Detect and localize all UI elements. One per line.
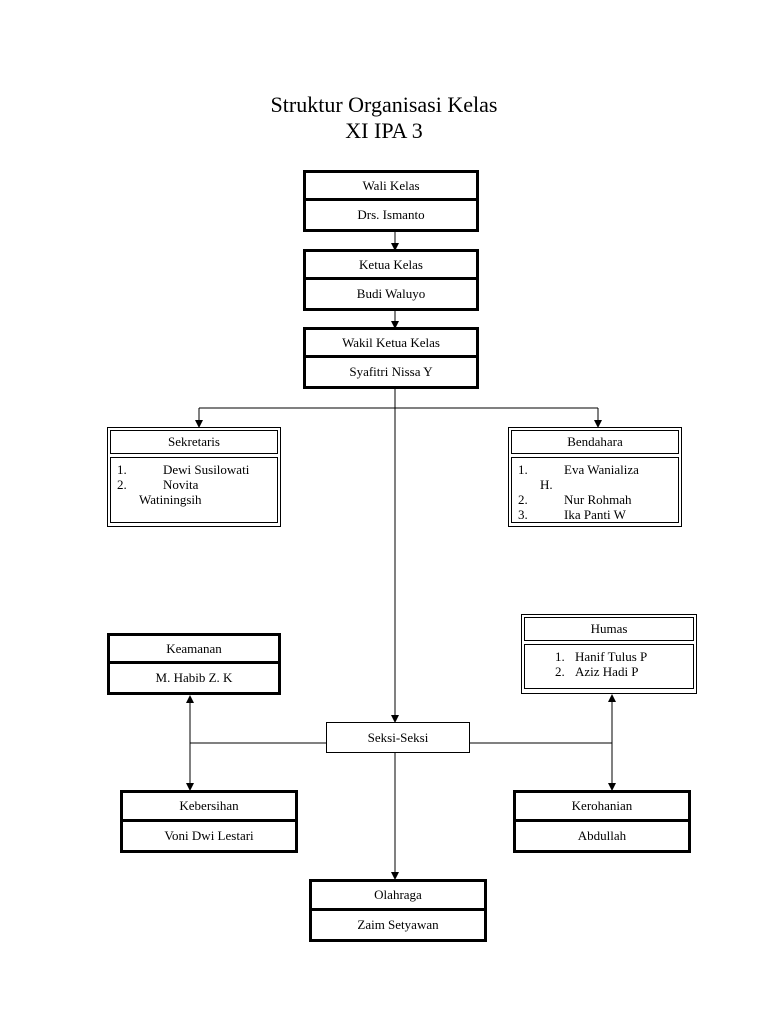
olahraga-name: Zaim Setyawan bbox=[357, 916, 439, 932]
kerohanian-box: Kerohanian Abdullah bbox=[513, 790, 691, 853]
kerohanian-label: Kerohanian bbox=[516, 793, 688, 822]
olahraga-box: Olahraga Zaim Setyawan bbox=[309, 879, 487, 942]
keamanan-name: M. Habib Z. K bbox=[155, 670, 233, 685]
bendahara-list: 1.Eva Wanializa H. 2.Nur Rohmah 3.Ika Pa… bbox=[511, 457, 679, 523]
ketua-kelas-name: Budi Waluyo bbox=[356, 286, 426, 301]
list-item: 1.Eva Wanializa bbox=[518, 462, 639, 477]
humas-label: Humas bbox=[524, 617, 694, 641]
wakil-ketua-name: Syafitri Nissa Y bbox=[349, 364, 433, 379]
list-item: 2.Novita bbox=[117, 477, 199, 492]
sekretaris-label: Sekretaris bbox=[110, 430, 278, 454]
bendahara-label: Bendahara bbox=[511, 430, 679, 454]
wali-kelas-name: Drs. Ismanto bbox=[357, 207, 425, 222]
seksi-seksi-box: Seksi-Seksi bbox=[326, 722, 470, 753]
list-item: 1.Hanif Tulus P bbox=[555, 649, 648, 664]
list-item-continuation: H. bbox=[540, 477, 553, 492]
list-item: 3.Ika Panti W bbox=[518, 507, 626, 522]
wali-kelas-box: Wali Kelas Drs. Ismanto bbox=[303, 170, 479, 232]
kebersihan-label: Kebersihan bbox=[123, 793, 295, 822]
kerohanian-name: Abdullah bbox=[577, 827, 627, 843]
humas-box: Humas 1.Hanif Tulus P 2.Aziz Hadi P bbox=[521, 614, 697, 694]
list-item: 1.Dewi Susilowati bbox=[117, 462, 250, 477]
ketua-kelas-label: Ketua Kelas bbox=[306, 252, 476, 280]
wakil-ketua-label: Wakil Ketua Kelas bbox=[306, 330, 476, 358]
chart-subtitle: XI IPA 3 bbox=[345, 118, 423, 143]
list-item: 2.Nur Rohmah bbox=[518, 492, 632, 507]
humas-list: 1.Hanif Tulus P 2.Aziz Hadi P bbox=[524, 644, 694, 689]
wakil-ketua-box: Wakil Ketua Kelas Syafitri Nissa Y bbox=[303, 327, 479, 389]
keamanan-label: Keamanan bbox=[110, 636, 278, 664]
list-item: 2.Aziz Hadi P bbox=[555, 664, 639, 679]
ketua-kelas-box: Ketua Kelas Budi Waluyo bbox=[303, 249, 479, 311]
olahraga-label: Olahraga bbox=[312, 882, 484, 911]
kebersihan-box: Kebersihan Voni Dwi Lestari bbox=[120, 790, 298, 853]
sekretaris-box: Sekretaris 1.Dewi Susilowati 2.Novita Wa… bbox=[107, 427, 281, 527]
keamanan-box: Keamanan M. Habib Z. K bbox=[107, 633, 281, 695]
wali-kelas-label: Wali Kelas bbox=[306, 173, 476, 201]
list-item-continuation: Watiningsih bbox=[139, 492, 202, 507]
sekretaris-list: 1.Dewi Susilowati 2.Novita Watiningsih bbox=[110, 457, 278, 523]
bendahara-box: Bendahara 1.Eva Wanializa H. 2.Nur Rohma… bbox=[508, 427, 682, 527]
chart-title: Struktur Organisasi Kelas bbox=[270, 92, 498, 117]
kebersihan-name: Voni Dwi Lestari bbox=[164, 827, 254, 843]
